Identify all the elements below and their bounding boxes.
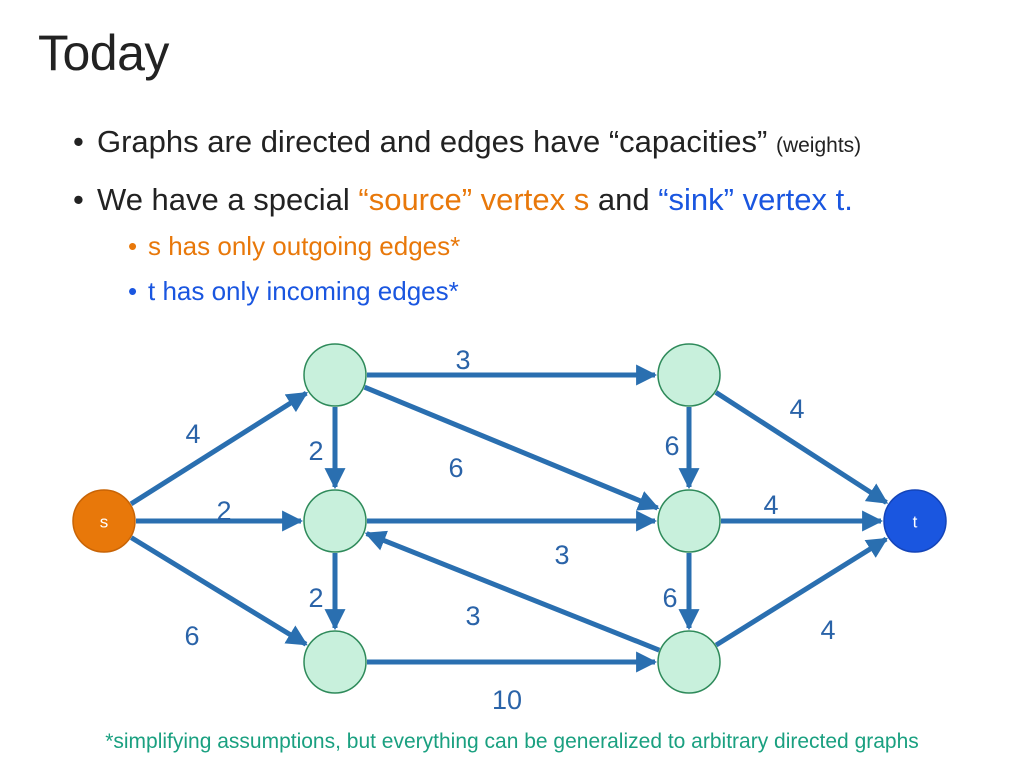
footnote: *simplifying assumptions, but everything… — [105, 730, 919, 753]
edge-capacity-label: 6 — [664, 431, 679, 461]
edge-capacity-label: 6 — [448, 453, 463, 483]
edge-capacity-label: 6 — [662, 583, 677, 613]
edge-s-c — [130, 535, 308, 647]
source-vertex-term: “source” vertex s — [358, 182, 590, 217]
edges-layer — [129, 364, 889, 673]
bullet-capacities-aside: (weights) — [775, 134, 862, 157]
edge-capacity-label: 6 — [184, 621, 199, 651]
sub-bullet-dot: • — [128, 276, 138, 306]
edge-capacity-label: 3 — [455, 345, 470, 375]
sink-vertex-term: “sink” vertex t. — [658, 182, 853, 217]
vertex-e — [657, 489, 721, 553]
edge-f-b — [364, 530, 661, 653]
vertex-c — [303, 630, 367, 694]
edge-capacity-label: 3 — [554, 540, 569, 570]
sub-bullet-sink-text: t has only incoming edges* — [148, 276, 459, 306]
vertex-a — [303, 343, 367, 407]
sub-bullet-dot: • — [128, 231, 138, 261]
sub-bullet-source-text: s has only outgoing edges* — [148, 231, 461, 261]
edge-capacity-label: 4 — [185, 419, 200, 449]
edge-labels-layer: 4 2 6 3 2 6 2 3 10 3 6 4 6 4 4 — [184, 345, 835, 715]
vertex-d — [657, 343, 721, 407]
sub-bullet-sink: • t has only incoming edges* — [128, 276, 459, 306]
bullet-source-sink-part2: and — [597, 182, 650, 217]
vertex-label-s: s — [100, 513, 109, 532]
sub-bullet-source: • s has only outgoing edges* — [128, 231, 461, 261]
edge-capacity-label: 4 — [789, 394, 804, 424]
vertex-b — [303, 489, 367, 553]
bullet-dot: • — [73, 124, 84, 159]
edge-capacity-label: 3 — [465, 601, 480, 631]
slide-title: Today — [38, 25, 169, 81]
edge-capacity-label: 2 — [308, 583, 323, 613]
edge-f-t — [714, 536, 888, 648]
edge-capacity-label: 10 — [492, 685, 522, 715]
vertex-label-t: t — [913, 513, 918, 532]
bullet-source-sink-part1: We have a special — [97, 182, 350, 217]
vertex-f — [657, 630, 721, 694]
edge-s-a — [129, 391, 309, 507]
edge-capacity-label: 2 — [216, 496, 231, 526]
edge-a-e — [363, 384, 660, 511]
sink-vertex-t — [883, 489, 947, 553]
bullet-capacities: • Graphs are directed and edges have “cap… — [73, 124, 862, 159]
bullet-source-sink: • We have a special “source” vertex s and… — [73, 182, 853, 217]
edge-capacity-label: 4 — [763, 490, 778, 520]
bullet-capacities-text: Graphs are directed and edges have “capa… — [97, 124, 768, 159]
source-vertex-s — [72, 489, 136, 553]
edge-d-t — [714, 390, 889, 505]
bullet-dot: • — [73, 182, 84, 217]
edge-capacity-label: 2 — [308, 436, 323, 466]
edge-capacity-label: 4 — [820, 615, 835, 645]
